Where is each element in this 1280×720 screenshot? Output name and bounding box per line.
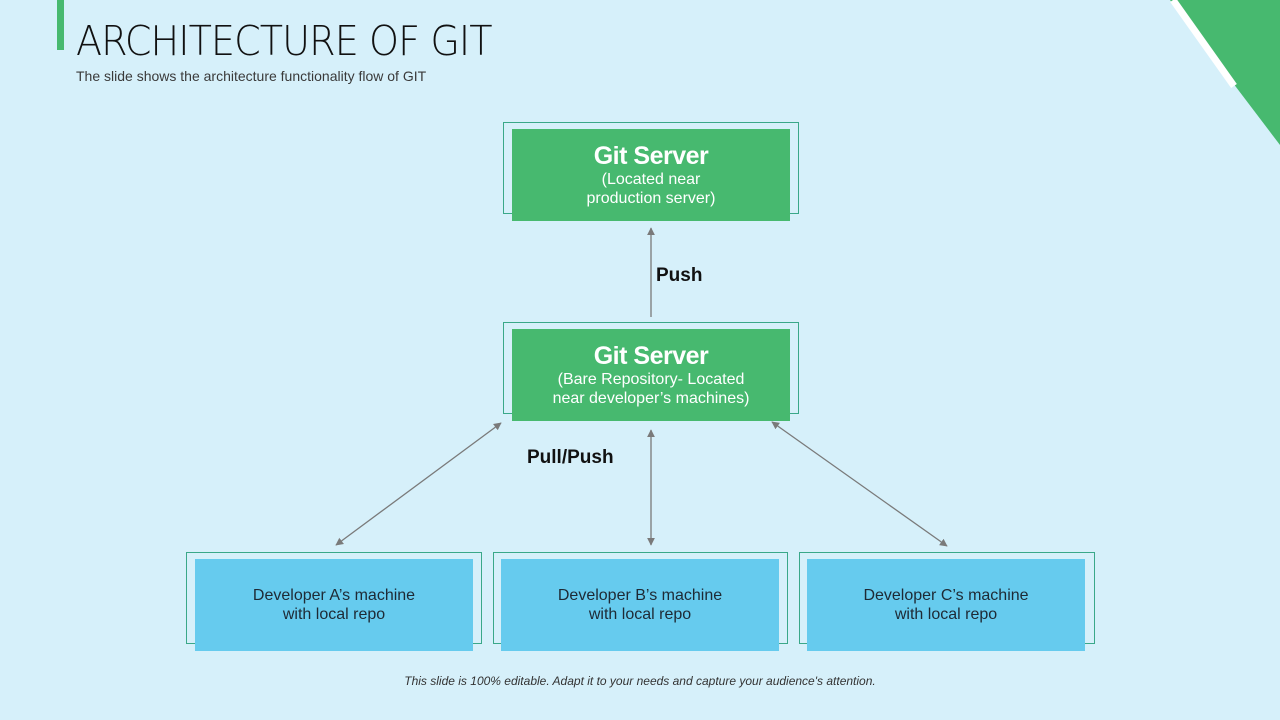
- developer-a-line-1: Developer A’s machine: [252, 587, 416, 604]
- bare-server-desc-2: near developer’s machines): [552, 390, 750, 407]
- production-server-desc-2: production server): [586, 190, 716, 207]
- production-server-title: Git Server: [593, 142, 709, 170]
- developer-a-box[interactable]: Developer A’s machine with local repo: [195, 559, 473, 651]
- production-git-server-box[interactable]: Git Server (Located near production serv…: [512, 129, 790, 221]
- slide-title: ARCHITECTURE OF GIT: [76, 17, 493, 65]
- bare-server-title: Git Server: [593, 342, 709, 370]
- bare-git-server-box[interactable]: Git Server (Bare Repository- Located nea…: [512, 329, 790, 421]
- production-server-desc-1: (Located near: [601, 171, 701, 188]
- title-accent-bar: [57, 0, 64, 50]
- footer-note: This slide is 100% editable. Adapt it to…: [404, 674, 876, 688]
- slide-subtitle: The slide shows the architecture functio…: [76, 68, 427, 84]
- developer-c-line-1: Developer C’s machine: [863, 587, 1029, 604]
- corner-white-stripe: [1170, 0, 1237, 89]
- developer-c-line-2: with local repo: [894, 606, 998, 623]
- developer-a-line-2: with local repo: [282, 606, 386, 623]
- bare-server-desc-1: (Bare Repository- Located: [557, 371, 745, 388]
- developer-c-arrow: [771, 421, 948, 547]
- corner-decoration: [1170, 0, 1280, 145]
- developer-b-line-2: with local repo: [588, 606, 692, 623]
- push-label: Push: [656, 265, 703, 286]
- pull-push-label: Pull/Push: [527, 447, 614, 468]
- developer-c-box[interactable]: Developer C’s machine with local repo: [807, 559, 1085, 651]
- developer-b-line-1: Developer B’s machine: [557, 587, 723, 604]
- developer-b-box[interactable]: Developer B’s machine with local repo: [501, 559, 779, 651]
- developer-a-arrow: [335, 422, 502, 546]
